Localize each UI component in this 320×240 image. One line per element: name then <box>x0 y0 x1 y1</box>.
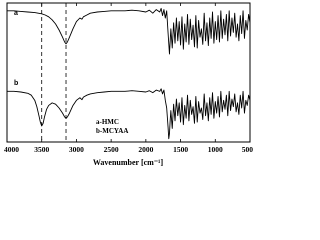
curve-label-a: a <box>14 10 18 17</box>
legend-entry-b: b-MCYAA <box>96 127 128 135</box>
legend: a-HMC b-MCYAA <box>96 118 128 135</box>
x-tick-label: 4000 <box>4 145 19 154</box>
series-layer <box>7 7 251 140</box>
x-tick-label: 3500 <box>34 145 49 154</box>
series-line-a <box>7 7 251 55</box>
x-tick-label: 3000 <box>69 145 84 154</box>
x-tick-label: 500 <box>242 145 254 154</box>
x-tick-label: 2500 <box>104 145 119 154</box>
curve-label-b: b <box>14 80 18 87</box>
plot-frame <box>6 2 251 143</box>
x-axis-title: Wavenumber [cm⁻¹] <box>93 158 164 167</box>
reference-lines <box>41 3 67 142</box>
x-tick-label: 1000 <box>208 145 223 154</box>
legend-entry-a: a-HMC <box>96 118 119 126</box>
x-tick-label: 1500 <box>173 145 188 154</box>
ftir-chart: 4000 3500 3000 2500 2000 1500 1000 500 a b a-HM… <box>4 2 253 167</box>
x-tick-label: 2000 <box>138 145 153 154</box>
x-ticks: 4000 3500 3000 2500 2000 1500 1000 500 <box>4 3 253 154</box>
series-line-b <box>7 88 251 140</box>
